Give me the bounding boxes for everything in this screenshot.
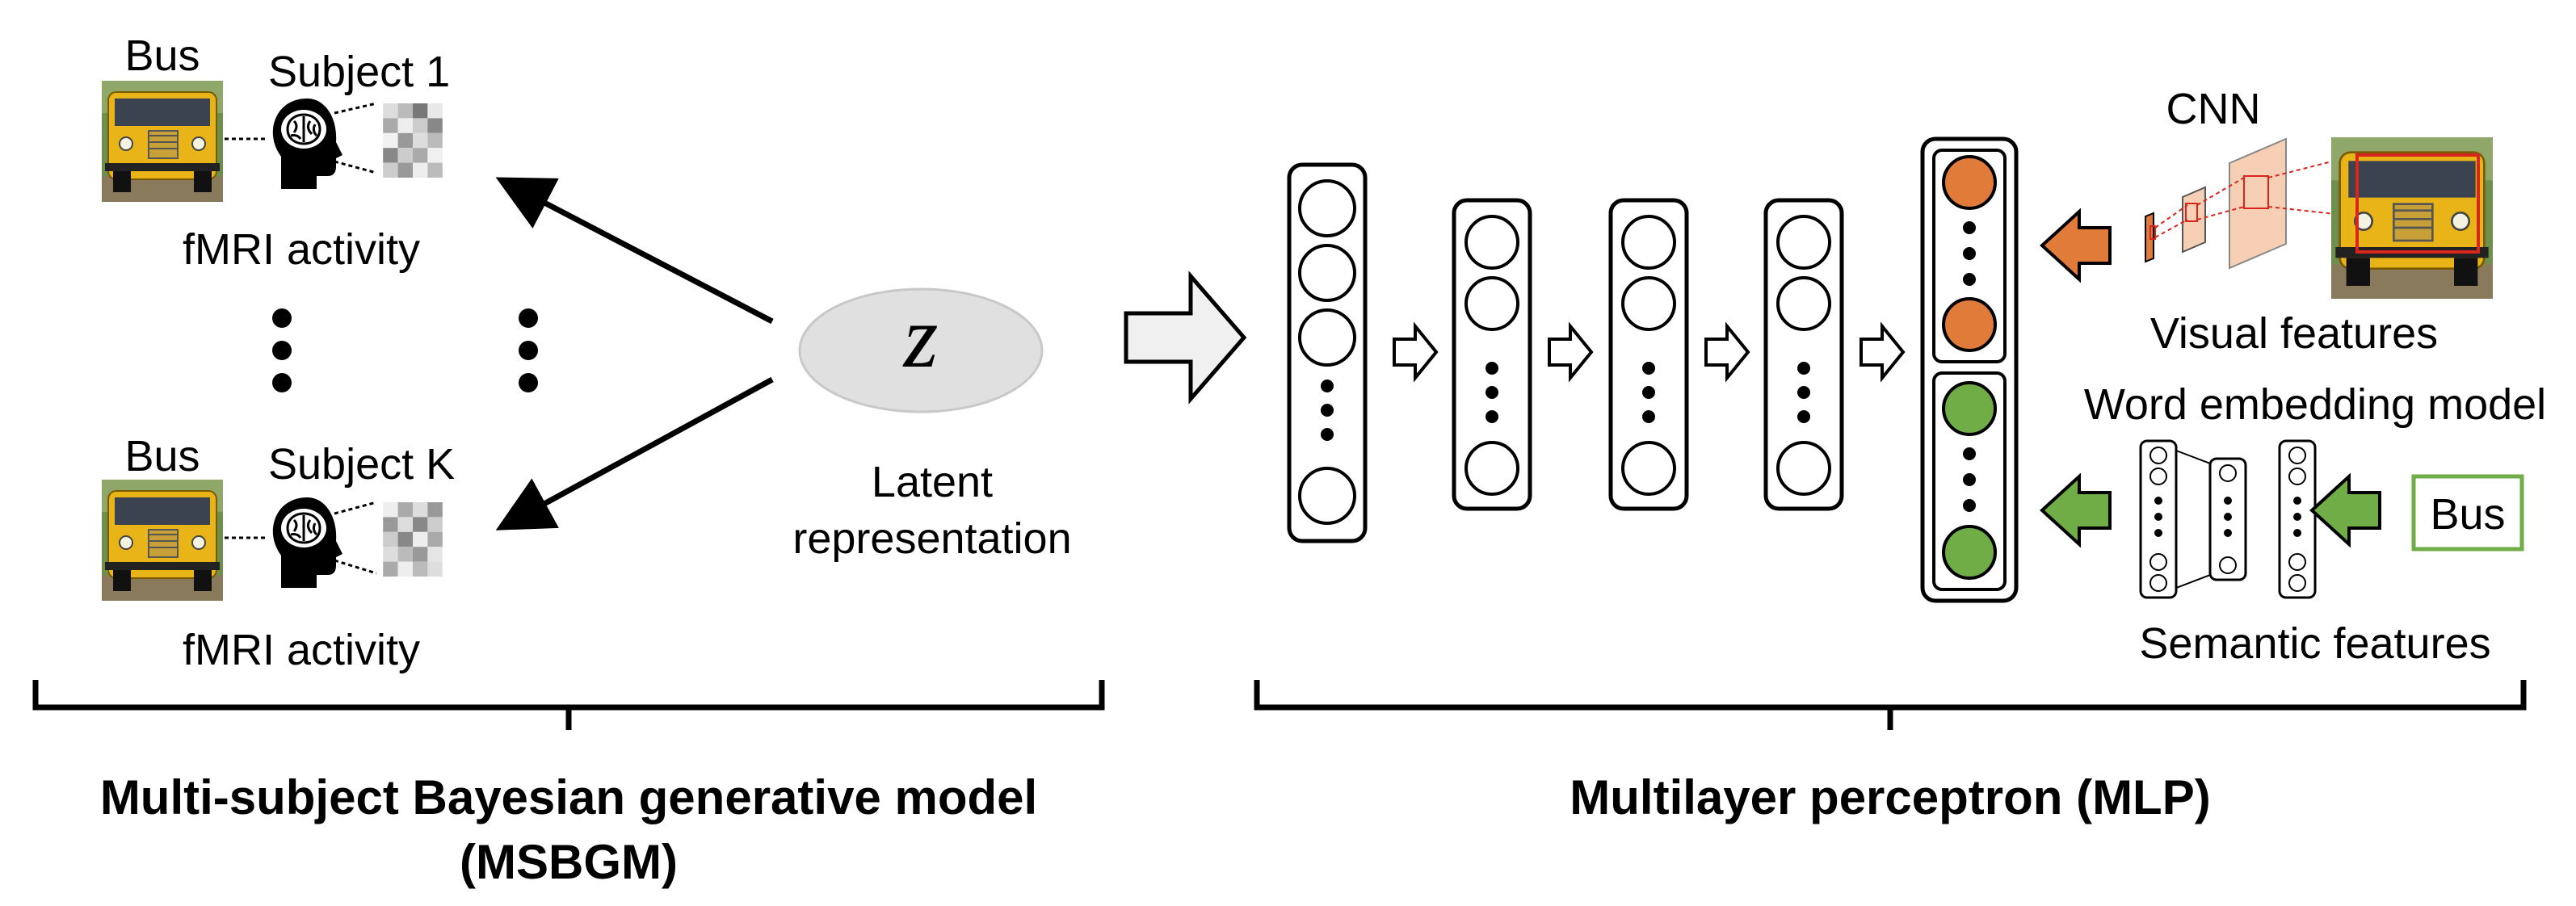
arrow-to-subject-1 [495, 177, 774, 325]
brace-left [32, 680, 1105, 730]
mlp-layer-3 [1608, 198, 1689, 511]
bus-photo-subject-1 [102, 81, 223, 202]
bus-label-subject-1: Bus [124, 31, 200, 80]
semantic-feature-arrow [2040, 472, 2112, 548]
subject-k-label: Subject K [268, 443, 455, 486]
fmri-pattern-subject-k [383, 502, 443, 577]
msbgm-title-line-1: Multi-subject Bayesian generative model [99, 770, 1038, 824]
subject-k-index: K [426, 440, 456, 489]
subjects-ellipsis-left [272, 308, 292, 392]
mlp-layer-4 [1763, 198, 1844, 511]
cnn-label: CNN [2166, 85, 2261, 133]
subject-1-label: Subject 1 [268, 50, 450, 94]
word-input-arrow [2309, 472, 2381, 548]
latent-ellipse [798, 287, 1044, 413]
mlp-title: Multilayer perceptron (MLP) [1570, 770, 2211, 824]
latent-symbol: z [903, 287, 939, 386]
subject-k-prefix: Subject [268, 440, 427, 489]
msbgm-title-line-2: (MSBGM) [460, 835, 678, 889]
fmri-pattern-subject-1 [383, 103, 443, 178]
subject-1-index: 1 [426, 48, 451, 96]
subject-1-prefix: Subject [268, 48, 427, 96]
latent-label-line-1: Latent [871, 458, 994, 506]
brain-head-icon-subject-k [271, 496, 344, 589]
word-input-text: Bus [2430, 490, 2506, 539]
small-arrow-4 [1860, 321, 1906, 383]
word-embedding-network-icon [2139, 439, 2317, 599]
bus-label-subject-k: Bus [124, 432, 200, 480]
bus-photo-subject-k [102, 480, 223, 601]
small-arrow-1 [1393, 321, 1439, 383]
cnn-icon [2145, 137, 2358, 270]
big-hollow-arrow [1124, 271, 1247, 405]
fmri-activity-label-subject-1: fMRI activity [182, 225, 421, 274]
word-input-box [2411, 474, 2524, 552]
word-embedding-model-label: Word embedding model [2083, 380, 2547, 429]
small-arrow-3 [1704, 321, 1750, 383]
latent-label-line-2: representation [792, 514, 1072, 563]
visual-feature-arrow [2040, 208, 2112, 283]
fmri-activity-label-subject-k: fMRI activity [182, 626, 421, 674]
brace-right [1254, 680, 2527, 730]
mlp-layer-2 [1452, 198, 1532, 511]
arrow-to-subject-k [495, 376, 774, 531]
brain-head-icon-subject-1 [271, 97, 344, 191]
semantic-features-label: Semantic features [2139, 619, 2491, 668]
subjects-ellipsis-right [519, 308, 538, 392]
visual-features-label: Visual features [2149, 309, 2439, 358]
small-arrow-2 [1548, 321, 1594, 383]
